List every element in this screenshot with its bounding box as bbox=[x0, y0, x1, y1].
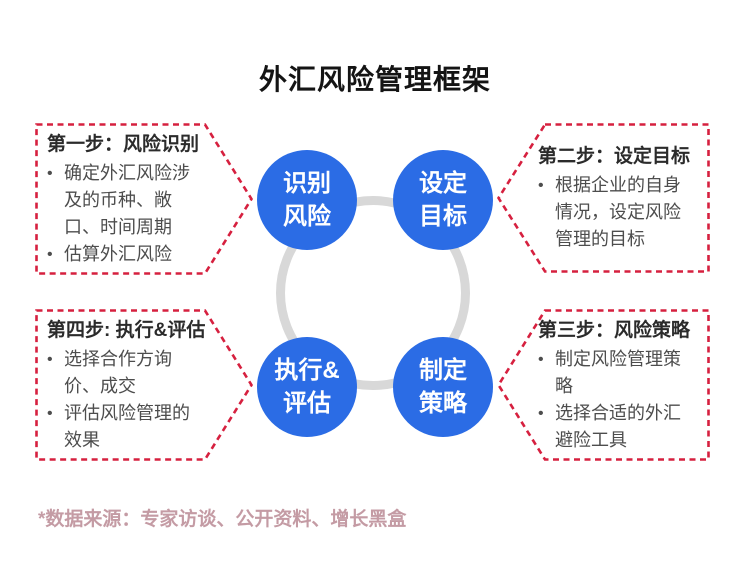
step-content: 第三步：风险策略 • 制定风险管理策略 • 选择合适的外汇避险工具 bbox=[538, 309, 700, 461]
step-content: 第四步: 执行&评估 • 选择合作方询价、成交 • 评估风险管理的效果 bbox=[47, 309, 205, 461]
list-item: • 选择合作方询价、成交 bbox=[47, 346, 205, 400]
node-label-line: 风险 bbox=[283, 203, 331, 230]
dashed-arrow-outline-left bbox=[497, 309, 710, 461]
step-bullet-list: • 确定外汇风险涉及的币种、敞口、时间周期 • 估算外汇风险 bbox=[47, 160, 205, 268]
step-bullet-list: • 根据企业的自身情况，设定风险管理的目标 bbox=[538, 172, 700, 253]
dashed-arrow-outline-right bbox=[35, 309, 253, 461]
bullet-icon: • bbox=[47, 404, 53, 422]
list-item: • 估算外汇风险 bbox=[47, 241, 205, 268]
bullet-text: 选择合适的外汇避险工具 bbox=[555, 402, 681, 450]
node-label-line: 目标 bbox=[419, 203, 467, 230]
list-item: • 评估风险管理的效果 bbox=[47, 400, 205, 454]
bullet-icon: • bbox=[538, 350, 544, 368]
list-item: • 选择合适的外汇避险工具 bbox=[538, 400, 700, 454]
step-content: 第一步：风险识别 • 确定外汇风险涉及的币种、敞口、时间周期 • 估算外汇风险 bbox=[47, 123, 205, 275]
step-bullet-list: • 制定风险管理策略 • 选择合适的外汇避险工具 bbox=[538, 346, 700, 454]
node-label-line: 策略 bbox=[419, 390, 467, 417]
bullet-text: 根据企业的自身情况，设定风险管理的目标 bbox=[555, 175, 681, 249]
data-source-footnote: *数据来源：专家访谈、公开资料、增长黑盒 bbox=[38, 509, 407, 530]
page-title: 外汇风险管理框架 bbox=[258, 64, 491, 95]
list-item: • 制定风险管理策略 bbox=[538, 346, 700, 400]
cycle-node-identify-risk: 识别 风险 bbox=[257, 150, 357, 250]
list-item: • 确定外汇风险涉及的币种、敞口、时间周期 bbox=[47, 160, 205, 241]
step-box-4: 第四步: 执行&评估 • 选择合作方询价、成交 • 评估风险管理的效果 bbox=[35, 309, 253, 461]
bullet-icon: • bbox=[47, 164, 53, 182]
cycle-node-set-goals: 设定 目标 bbox=[393, 150, 493, 250]
cycle-node-make-strategy: 制定 策略 bbox=[393, 337, 493, 437]
step-heading: 第一步：风险识别 bbox=[47, 133, 200, 155]
bullet-text: 评估风险管理的效果 bbox=[64, 402, 190, 450]
step-heading: 第二步：设定目标 bbox=[538, 146, 691, 167]
node-label-line: 评估 bbox=[283, 390, 331, 417]
bullet-text: 选择合作方询价、成交 bbox=[64, 348, 172, 396]
node-label-line: 设定 bbox=[419, 170, 467, 197]
step-heading: 第四步: 执行&评估 bbox=[47, 319, 206, 341]
cycle-ring bbox=[276, 196, 470, 390]
bullet-text: 估算外汇风险 bbox=[64, 243, 172, 264]
list-item: • 根据企业的自身情况，设定风险管理的目标 bbox=[538, 172, 700, 253]
bullet-icon: • bbox=[538, 177, 544, 194]
step-heading: 第三步：风险策略 bbox=[538, 319, 691, 341]
bullet-icon: • bbox=[47, 350, 53, 368]
dashed-arrow-outline-right bbox=[35, 123, 253, 275]
step-content: 第二步：设定目标 • 根据企业的自身情况，设定风险管理的目标 bbox=[538, 123, 700, 273]
node-label-line: 制定 bbox=[419, 357, 467, 384]
cycle-node-execute-evaluate: 执行& 评估 bbox=[257, 337, 357, 437]
step-box-1: 第一步：风险识别 • 确定外汇风险涉及的币种、敞口、时间周期 • 估算外汇风险 bbox=[35, 123, 253, 275]
bullet-icon: • bbox=[538, 404, 544, 422]
dashed-arrow-outline-left bbox=[497, 123, 710, 273]
bullet-icon: • bbox=[47, 245, 53, 263]
node-label-line: 识别 bbox=[283, 170, 331, 197]
step-bullet-list: • 选择合作方询价、成交 • 评估风险管理的效果 bbox=[47, 346, 205, 454]
bullet-text: 制定风险管理策略 bbox=[555, 348, 681, 396]
node-label-line: 执行& bbox=[274, 357, 340, 384]
step-box-2: 第二步：设定目标 • 根据企业的自身情况，设定风险管理的目标 bbox=[497, 123, 710, 273]
step-box-3: 第三步：风险策略 • 制定风险管理策略 • 选择合适的外汇避险工具 bbox=[497, 309, 710, 461]
bullet-text: 确定外汇风险涉及的币种、敞口、时间周期 bbox=[64, 162, 190, 237]
